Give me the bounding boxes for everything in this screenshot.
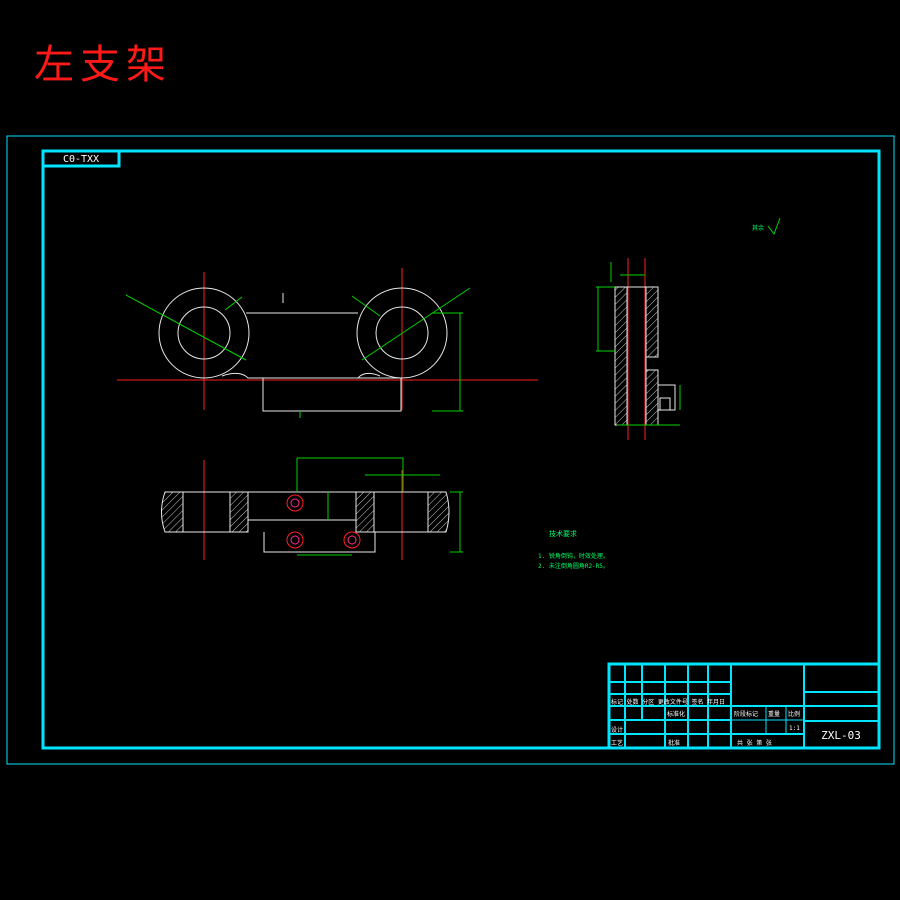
title-block: 标记 处数 分区 更改文件号 签名 年月日 阶段标记 重量 比例 1:1 标准化… [607, 662, 881, 750]
roughness-note: 其余 [752, 224, 764, 232]
title-block-standard: 标准化 [667, 710, 685, 718]
front-view [117, 268, 538, 418]
corner-code-box: С0-ТХХ [41, 149, 121, 168]
drawing-title: 左支架 [34, 42, 172, 88]
title-block-scale-value: 1:1 [789, 725, 800, 732]
title-block-stage: 阶段标记 [734, 710, 758, 718]
title-block-marks: 标记 处数 分区 更改文件号 签名 年月日 [611, 698, 725, 706]
inner-frame [41, 149, 881, 750]
drawing-number: ZXL-03 [821, 729, 861, 742]
tech-item-2: 2. 未注倒角圆角R2-R5。 [538, 562, 609, 570]
tech-item-1: 1. 锐角倒钝，时效处理。 [538, 552, 609, 560]
outer-frame [6, 135, 895, 765]
title-block-process: 工艺 [611, 739, 623, 747]
tech-heading: 技术要求 [549, 529, 577, 538]
roughness-symbol: 其余 [752, 217, 781, 236]
top-view [161, 457, 463, 560]
tech-requirements: 技术要求 1. 锐角倒钝，时效处理。 2. 未注倒角圆角R2-R5。 [538, 529, 609, 570]
title-block-weight: 重量 [768, 710, 780, 718]
title-block-approve: 批准 [668, 739, 680, 747]
side-view [596, 258, 681, 440]
title-block-scale: 比例 [788, 710, 800, 718]
title-block-design: 设计 [611, 726, 623, 734]
corner-code-label: С0-ТХХ [63, 154, 99, 165]
title-block-sheet: 共 张 第 张 [737, 739, 772, 747]
